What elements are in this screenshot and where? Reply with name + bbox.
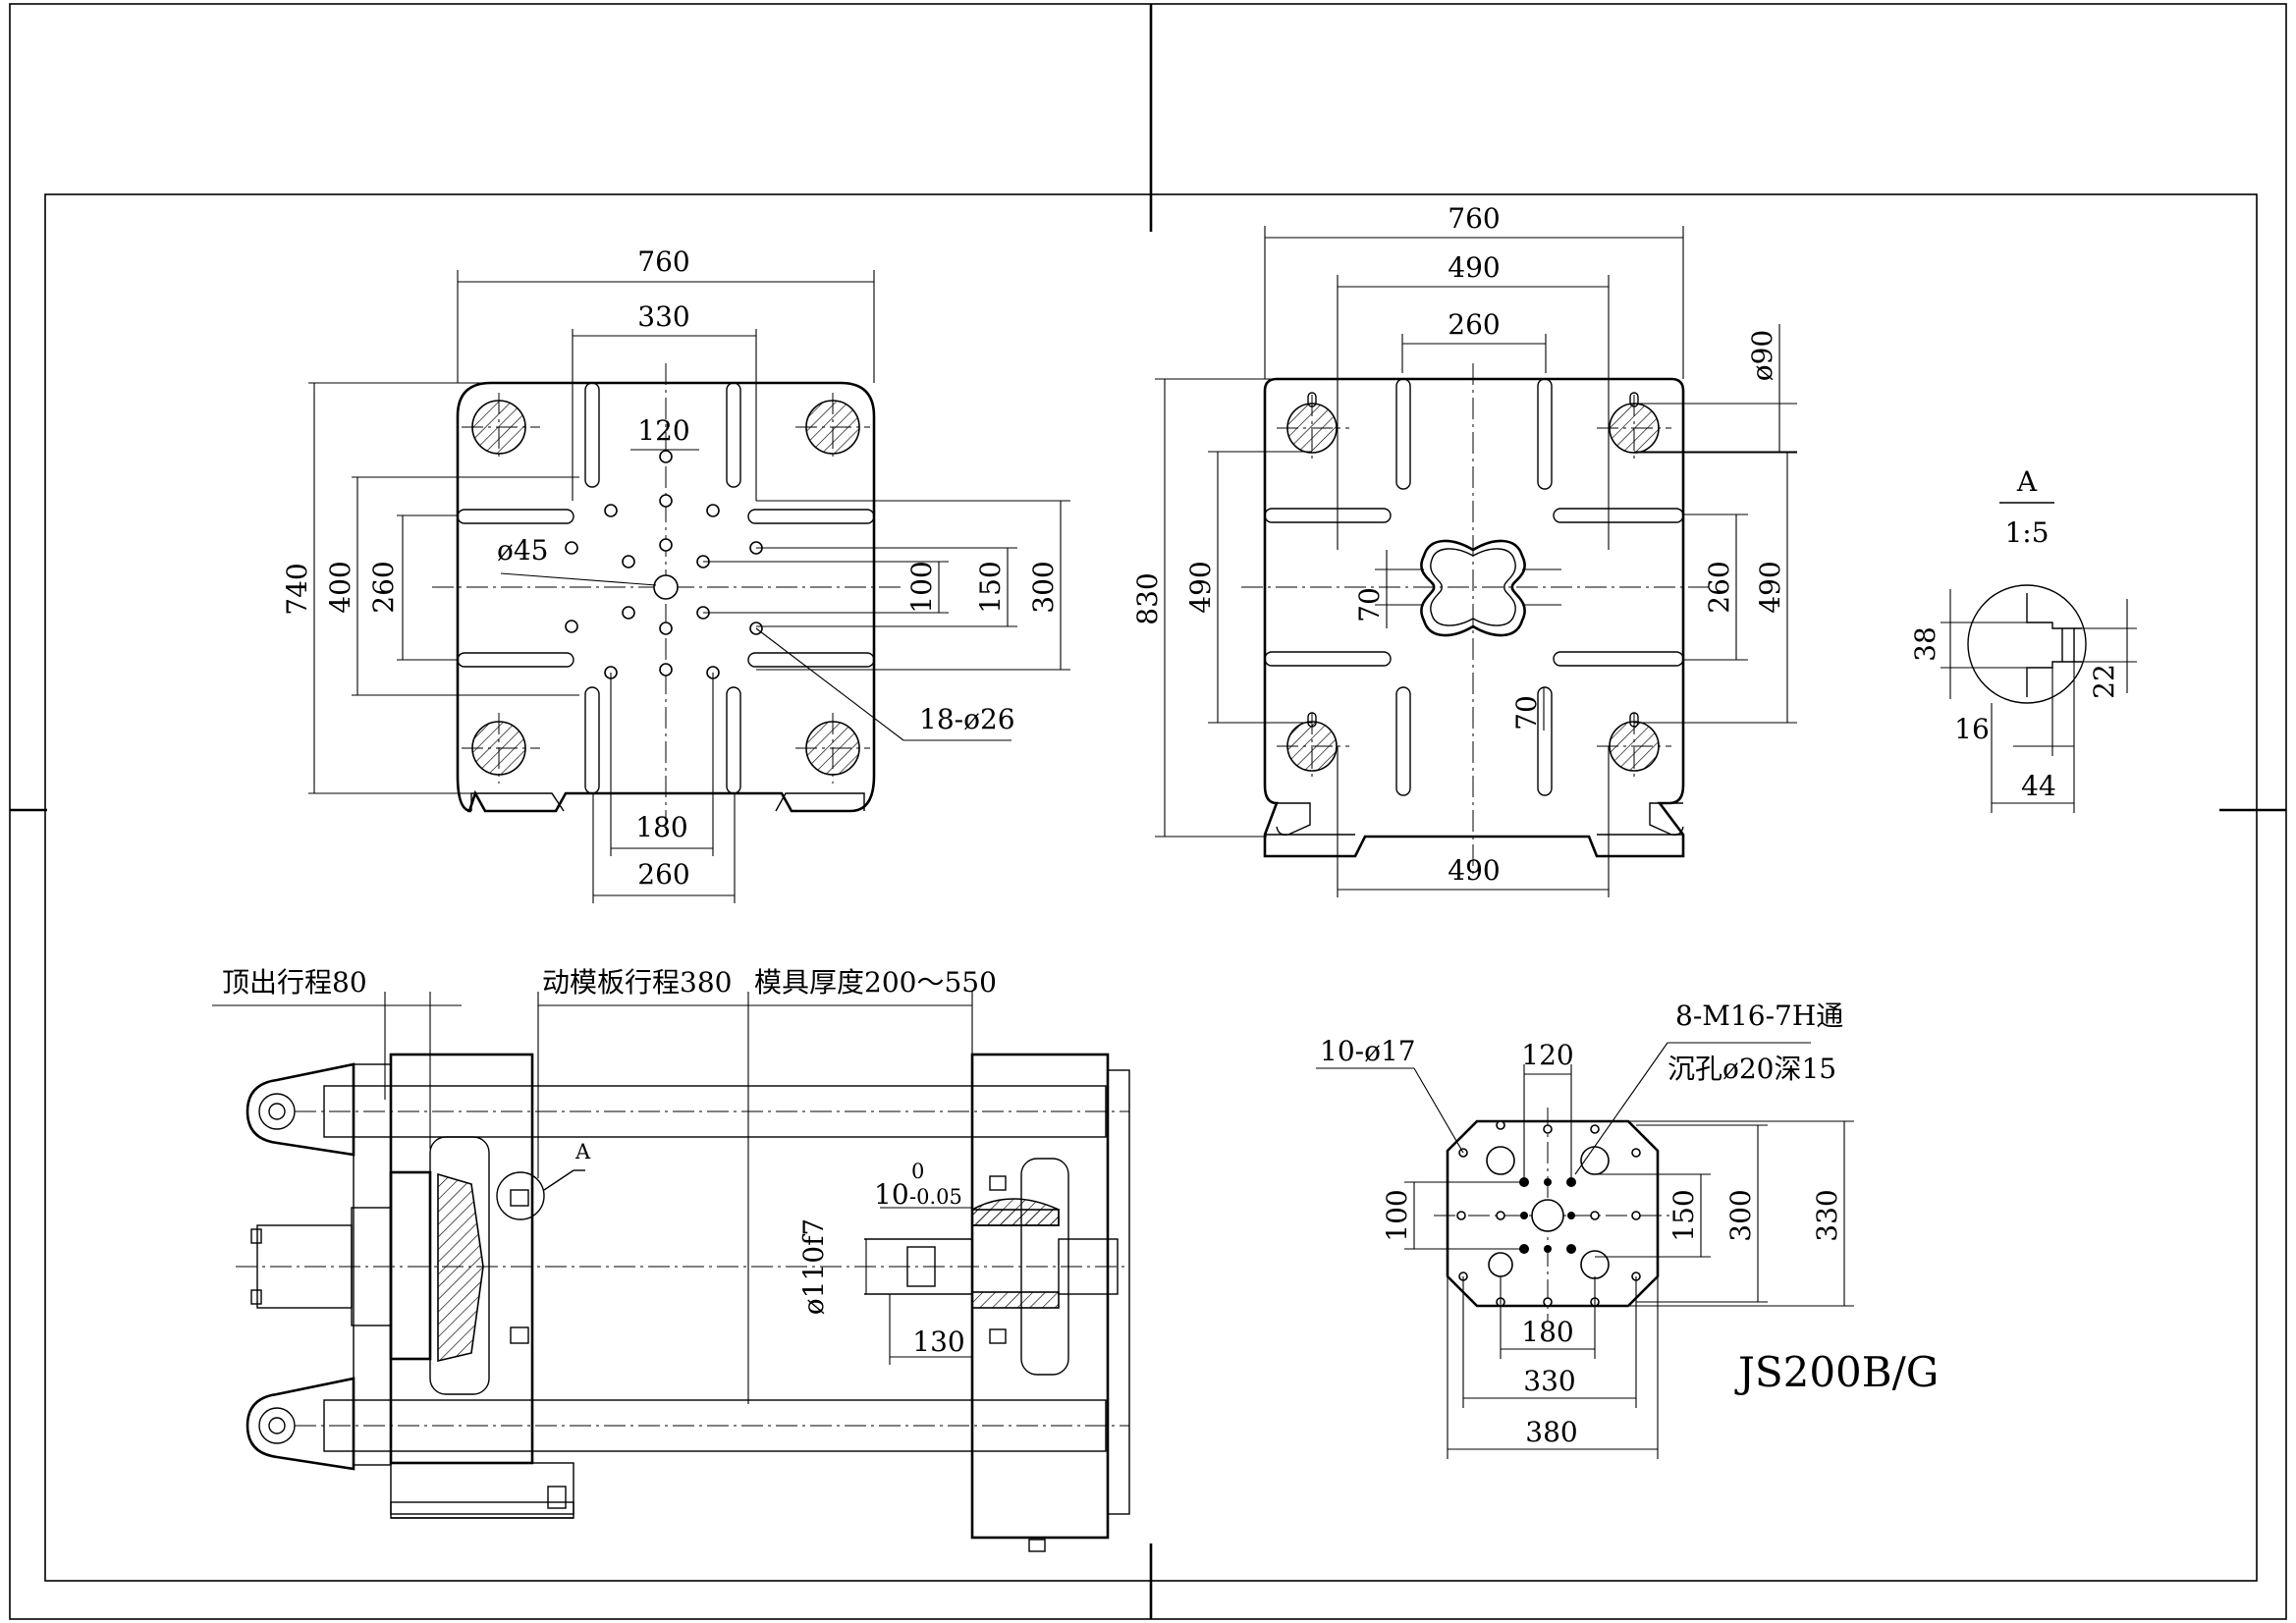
detail-a-label: A [2016,465,2038,498]
ejector-counterbore-label: 沉孔ø20深15 [1667,1053,1836,1085]
platen-stroke-label: 动模板行程380 [542,966,732,999]
moving-tie-bar-bores [1277,392,1671,782]
dim-fixed-d45: ø45 [497,534,549,567]
dim-fixed-400: 400 [324,561,356,613]
dim-moving-70-bottom: 70 [1510,695,1543,730]
ejector-holes-label: 10-ø17 [1320,1035,1416,1067]
detail-dim-16: 16 [1954,713,1990,745]
dim-moving-830: 830 [1131,572,1164,624]
dim-moving-490: 490 [1448,251,1500,284]
tolerance-main: 10 [874,1178,909,1211]
fixed-dimensions [308,270,1070,903]
dim-fixed-150: 150 [974,561,1007,613]
ejector-thread-label: 8-M16-7H通 [1675,1000,1843,1032]
moving-platen-view: 760 490 260 ø90 830 490 70 70 260 490 49… [1131,202,1797,897]
ejector-dim-150: 150 [1667,1189,1700,1241]
tolerance-upper: 0 [911,1160,924,1183]
detail-dim-38: 38 [1909,626,1941,662]
dim-fixed-holes: 18-ø26 [919,703,1015,735]
detail-dim-22: 22 [2088,664,2120,699]
dim-moving-260-right: 260 [1703,561,1735,613]
detail-dim-44: 44 [2021,770,2056,802]
dim-moving-260: 260 [1448,308,1500,341]
dim-moving-760: 760 [1448,202,1500,235]
dim-fixed-180: 180 [635,811,687,843]
ejector-dim-180: 180 [1521,1316,1573,1348]
moving-dimensions [1155,226,1797,897]
dim-fixed-260b: 260 [637,858,689,891]
fixed-platen-view: 760 330 120 740 400 260 ø45 100 150 300 … [281,245,1070,903]
dim-fixed-760: 760 [637,245,689,278]
ejector-stroke-label: 顶出行程80 [222,966,367,999]
detail-a-view: A 1:5 38 22 16 44 [1909,465,2137,813]
fixed-tie-bar-bores [462,393,870,784]
dim-moving-d90: ø90 [1746,330,1778,382]
dim-moving-490-right: 490 [1754,561,1786,613]
detail-a-scale: 1:5 [2004,516,2049,549]
dim-fixed-100: 100 [905,561,938,613]
ejector-dim-330: 330 [1811,1189,1843,1241]
dim-moving-490-bottom: 490 [1448,854,1500,887]
ejector-dim-380: 380 [1525,1416,1577,1448]
dim-moving-70-top: 70 [1353,587,1386,622]
ejector-dim-330b: 330 [1523,1365,1575,1397]
sheet-frame [9,3,2287,1620]
model-title: JS200B/G [1734,1348,1939,1396]
dim-moving-490-left: 490 [1184,561,1217,613]
ejector-dim-100: 100 [1381,1189,1413,1241]
dim-fixed-740: 740 [281,563,313,615]
ejector-dim-120: 120 [1521,1039,1573,1071]
tolerance-lower: -0.05 [909,1185,962,1209]
moving-t-slots [1264,378,1684,796]
ejector-plate-view: 10-ø17 8-M16-7H通 沉孔ø20深15 120 100 150 30… [1316,1000,1854,1459]
dim-fixed-260: 260 [367,561,400,613]
side-view: 顶出行程80 动模板行程380 模具厚度200～550 A 10 0 -0.05… [212,966,1130,1552]
dim-130: 130 [912,1325,964,1358]
ejector-dim-300: 300 [1724,1189,1757,1241]
fixed-hole-pattern [565,450,763,679]
section-a-mark: A [574,1140,591,1163]
dim-fixed-330: 330 [637,300,689,333]
mold-thickness-label: 模具厚度200～550 [754,966,997,999]
dim-fixed-120: 120 [637,414,689,447]
moving-ejector-opening [1420,539,1526,637]
diameter-label: ø110f7 [797,1218,830,1315]
dim-fixed-300: 300 [1027,561,1060,613]
